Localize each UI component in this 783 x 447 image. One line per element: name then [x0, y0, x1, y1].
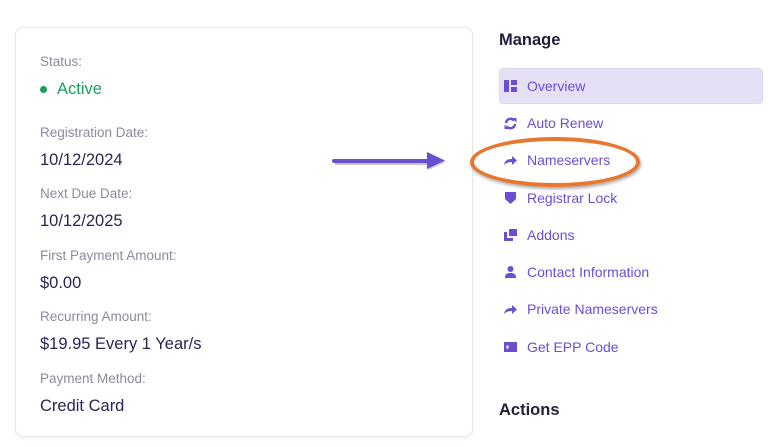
payment-method-field: Payment Method: Credit Card	[40, 371, 146, 416]
actions-heading: Actions	[499, 401, 560, 419]
first-payment-amount-label: First Payment Amount:	[40, 248, 177, 263]
recurring-amount-field: Recurring Amount: $19.95 Every 1 Year/s	[40, 309, 201, 354]
id-card-icon	[503, 340, 517, 354]
next-due-date-value: 10/12/2025	[40, 212, 123, 230]
first-payment-amount-field: First Payment Amount: $0.00	[40, 248, 177, 293]
next-due-date-label: Next Due Date:	[40, 186, 133, 201]
payment-method-label: Payment Method:	[40, 371, 146, 386]
menu-item-contact-information[interactable]: Contact Information	[499, 254, 763, 290]
menu-item-get-epp-code[interactable]: Get EPP Code	[499, 329, 763, 365]
menu-item-private-nameservers[interactable]: Private Nameservers	[499, 291, 763, 327]
status-badge: Active	[40, 79, 102, 99]
menu-item-auto-renew[interactable]: Auto Renew	[499, 105, 763, 141]
registration-date-field: Registration Date: 10/12/2024	[40, 125, 148, 170]
menu-item-registrar-lock[interactable]: Registrar Lock	[499, 180, 763, 216]
menu-item-addons[interactable]: Addons	[499, 217, 763, 253]
registration-date-value: 10/12/2024	[40, 151, 123, 169]
recurring-amount-value: $19.95 Every 1 Year/s	[40, 335, 202, 353]
recurring-amount-label: Recurring Amount:	[40, 309, 152, 324]
menu-item-label: Private Nameservers	[527, 301, 658, 317]
manage-heading: Manage	[499, 31, 561, 49]
dashboard-icon	[503, 79, 517, 93]
menu-item-overview[interactable]: Overview	[499, 68, 763, 104]
annotation-arrow-icon	[332, 152, 446, 170]
menu-item-label: Get EPP Code	[527, 339, 619, 355]
next-due-date-field: Next Due Date: 10/12/2025	[40, 186, 132, 231]
share-arrow-icon	[503, 153, 517, 167]
status-label: Status:	[40, 54, 83, 69]
menu-item-label: Overview	[527, 78, 586, 94]
shield-icon	[503, 191, 517, 205]
domain-details-card: Status: Active Registration Date: 10/12/…	[15, 27, 473, 437]
status-dot-icon	[40, 85, 47, 93]
menu-item-label: Nameservers	[527, 152, 611, 168]
status-field: Status: Active	[40, 54, 102, 99]
user-icon	[503, 265, 517, 279]
sync-icon	[503, 116, 517, 130]
menu-item-nameservers[interactable]: Nameservers	[499, 142, 763, 178]
menu-item-label: Addons	[527, 227, 575, 243]
share-arrow-icon	[503, 302, 517, 316]
first-payment-amount-value: $0.00	[40, 274, 82, 292]
status-value: Active	[57, 80, 102, 98]
cubes-icon	[503, 228, 517, 242]
menu-item-label: Auto Renew	[527, 115, 604, 131]
menu-item-label: Contact Information	[527, 264, 650, 280]
payment-method-value: Credit Card	[40, 397, 125, 415]
menu-item-label: Registrar Lock	[527, 190, 618, 206]
registration-date-label: Registration Date:	[40, 125, 149, 140]
